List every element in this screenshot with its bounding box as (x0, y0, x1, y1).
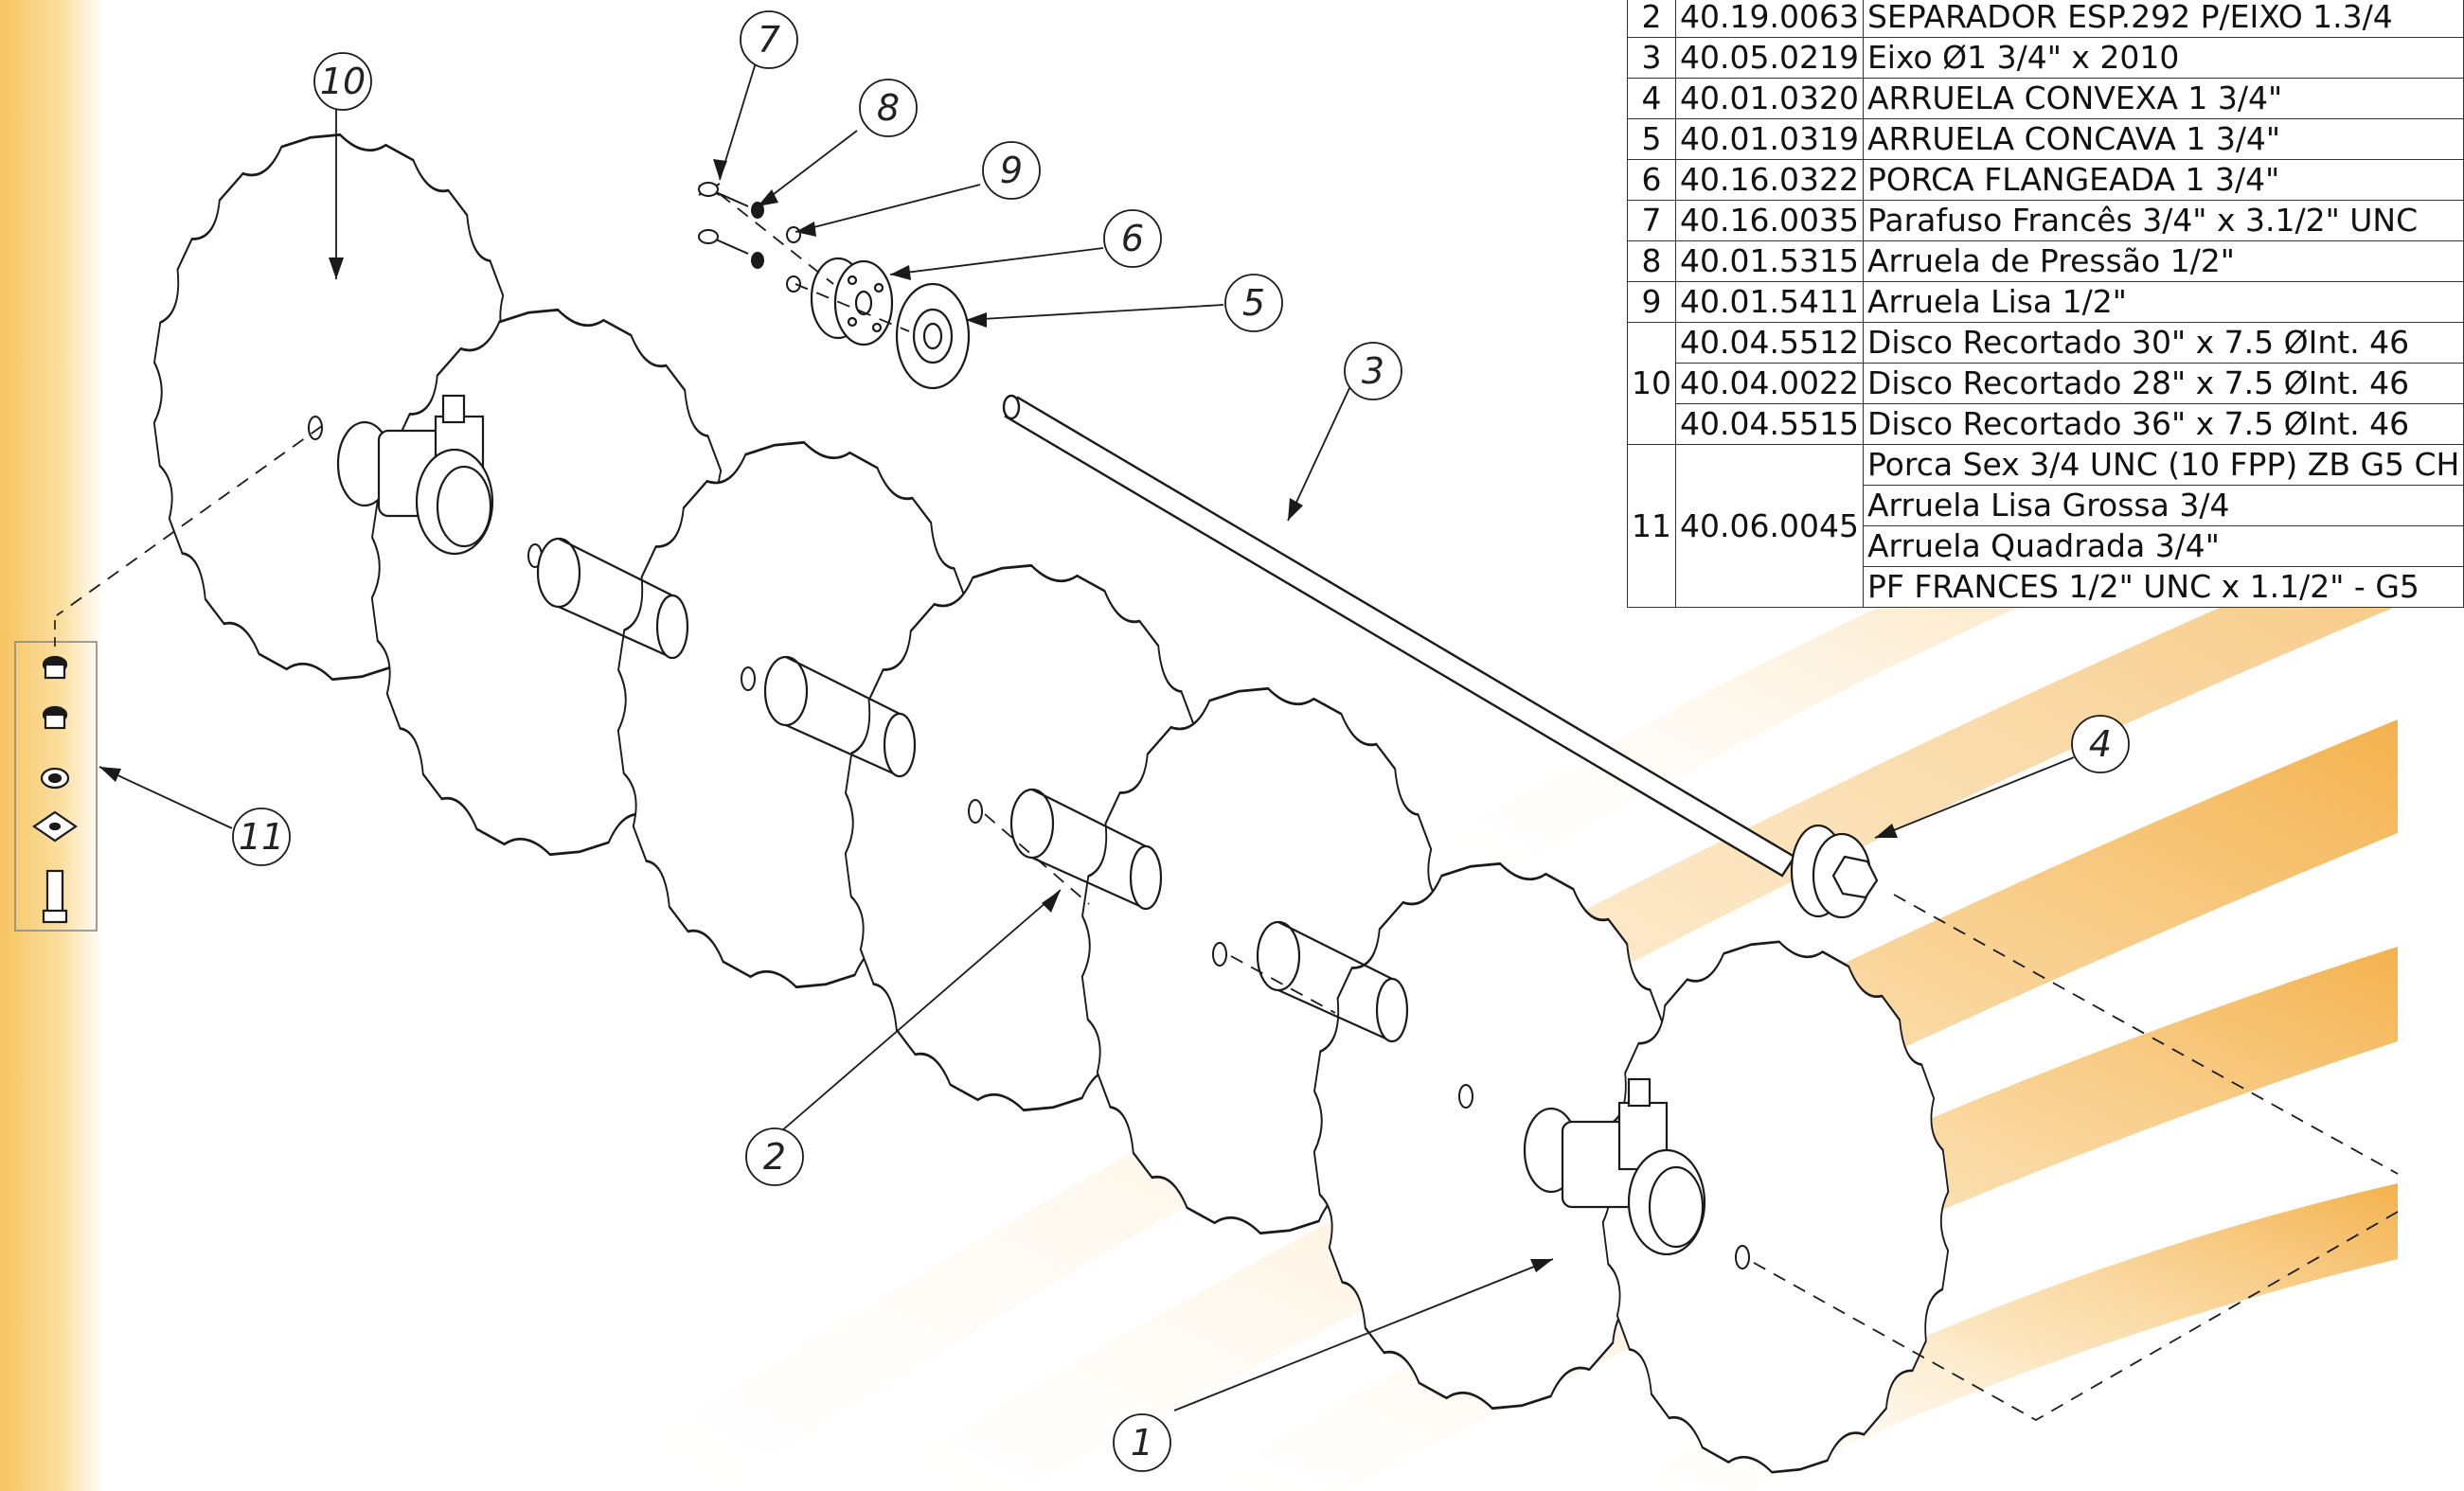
item-number: 8 (1627, 240, 1676, 282)
part-description: ARRUELA CONVEXA 1 3/4" (1862, 78, 2464, 119)
callout-circles (232, 10, 2130, 1472)
callout-circle-3 (1344, 342, 1402, 400)
leader-lines (98, 56, 2075, 1411)
table-row: 6 40.16.0322 PORCA FLANGEADA 1 3/4" (1627, 159, 2464, 201)
part-code: 40.19.0063 (1675, 0, 1864, 38)
callout-11: 11 (239, 816, 284, 858)
callout-circle-10 (313, 52, 372, 111)
part-description: Arruela de Pressão 1/2" (1862, 240, 2464, 282)
part-description: SEPARADOR ESP.292 P/EIXO 1.3/4 (1862, 0, 2464, 38)
flange-nut (810, 257, 894, 346)
table-row: 40.04.5515 Disco Recortado 36" x 7.5 ØIn… (1628, 403, 2464, 445)
table-row: PF FRANCES 1/2" UNC x 1.1/2" - G5 (1628, 566, 2464, 608)
table-row: 7 40.16.0035 Parafuso Francês 3/4" x 3.1… (1627, 200, 2464, 241)
part-code: 40.06.0045 (1675, 444, 1864, 608)
leader-arrows (99, 159, 1898, 1272)
part-description: Eixo Ø1 3/4" x 2010 (1862, 37, 2464, 79)
table-row: Arruela Lisa Grossa 3/4 (1628, 485, 2464, 526)
part-code: 40.05.0219 (1675, 37, 1864, 79)
part-code: 40.16.0035 (1675, 200, 1864, 241)
callout-numbers: 10 7 8 9 6 5 3 4 11 2 1 (239, 19, 2112, 1464)
assembly-dash-lines (56, 193, 2399, 1422)
callout-3: 3 (1362, 350, 1384, 392)
part-description: Arruela Quadrada 3/4" (1862, 525, 2464, 567)
callout-circle-11 (232, 808, 291, 866)
part-code: 40.01.0320 (1675, 78, 1864, 119)
hardware-kit-box (14, 620, 98, 932)
table-row: 10 40.04.5512 Disco Recortado 30" x 7.5 … (1627, 322, 2464, 445)
item-number: 9 (1627, 281, 1676, 323)
part-description: Porca Sex 3/4 UNC (10 FPP) ZB G5 CH (1862, 444, 2464, 486)
callout-6: 6 (1121, 218, 1144, 259)
part-description: ARRUELA CONCAVA 1 3/4" (1862, 118, 2464, 160)
part-code: 40.01.5411 (1675, 281, 1864, 323)
callout-circle-5 (1224, 274, 1283, 332)
part-code: 40.04.5512 (1675, 322, 1864, 364)
item-number: 6 (1627, 159, 1676, 201)
callout-circle-8 (859, 79, 918, 137)
part-code: 40.01.5315 (1675, 240, 1864, 282)
callout-4: 4 (2089, 723, 2112, 765)
exploded-view-drawing: 10 7 8 9 6 5 3 4 11 2 1 (14, 10, 2399, 1491)
small-fasteners (698, 182, 801, 293)
callout-circle-9 (982, 141, 1041, 200)
parts-table: 2 40.19.0063 SEPARADOR ESP.292 P/EIXO 1.… (1627, 0, 2464, 608)
part-code: 40.04.0022 (1675, 363, 1864, 404)
table-row: 8 40.01.5315 Arruela de Pressão 1/2" (1627, 240, 2464, 282)
part-description: Parafuso Francês 3/4" x 3.1/2" UNC (1862, 200, 2464, 241)
bearing-housing-bottom (1523, 1077, 1706, 1256)
table-row: 4 40.01.0320 ARRUELA CONVEXA 1 3/4" (1627, 78, 2464, 119)
table-row: Arruela Quadrada 3/4" (1628, 525, 2464, 567)
callout-circle-7 (740, 10, 798, 69)
item-number: 4 (1627, 78, 1676, 119)
callout-8: 8 (877, 87, 900, 129)
callout-7: 7 (758, 19, 780, 61)
callout-circle-6 (1103, 209, 1162, 268)
part-code: 40.01.0319 (1675, 118, 1864, 160)
table-row: 5 40.01.0319 ARRUELA CONCAVA 1 3/4" (1627, 118, 2464, 160)
callout-circle-1 (1113, 1413, 1171, 1472)
table-row: 11 40.06.0045 Porca Sex 3/4 UNC (10 FPP)… (1627, 444, 2464, 608)
item-number: 2 (1627, 0, 1676, 38)
part-code: 40.16.0322 (1675, 159, 1864, 201)
callout-circle-2 (745, 1127, 804, 1186)
table-row: 2 40.19.0063 SEPARADOR ESP.292 P/EIXO 1.… (1627, 0, 2464, 38)
part-description: PF FRANCES 1/2" UNC x 1.1/2" - G5 (1862, 566, 2464, 608)
part-description: Arruela Lisa 1/2" (1862, 281, 2464, 323)
part-description: Disco Recortado 30" x 7.5 ØInt. 46 (1862, 322, 2464, 364)
part-description: Disco Recortado 28" x 7.5 ØInt. 46 (1862, 363, 2464, 404)
item-number: 7 (1627, 200, 1676, 241)
table-row: 40.04.0022 Disco Recortado 28" x 7.5 ØIn… (1628, 363, 2464, 404)
table-row: 9 40.01.5411 Arruela Lisa 1/2" (1627, 281, 2464, 323)
item-number: 5 (1627, 118, 1676, 160)
part-description: Disco Recortado 36" x 7.5 ØInt. 46 (1862, 403, 2464, 445)
axle-shaft (1002, 394, 1796, 878)
callout-circle-4 (2071, 715, 2130, 773)
item-number: 3 (1627, 37, 1676, 79)
callout-1: 1 (1131, 1422, 1153, 1464)
item-number: 10 (1627, 322, 1676, 445)
bearing-housing-top (336, 394, 494, 556)
callout-9: 9 (1000, 150, 1023, 191)
part-description: Arruela Lisa Grossa 3/4 (1862, 485, 2464, 526)
callout-10: 10 (320, 61, 366, 102)
table-row: 3 40.05.0219 Eixo Ø1 3/4" x 2010 (1627, 37, 2464, 79)
callout-5: 5 (1242, 282, 1265, 324)
callout-2: 2 (763, 1136, 786, 1178)
part-code: 40.04.5515 (1675, 403, 1864, 445)
item-number: 11 (1627, 444, 1676, 608)
axle-end-nut (1790, 824, 1879, 919)
concave-washer (895, 282, 971, 390)
part-description: PORCA FLANGEADA 1 3/4" (1862, 159, 2464, 201)
